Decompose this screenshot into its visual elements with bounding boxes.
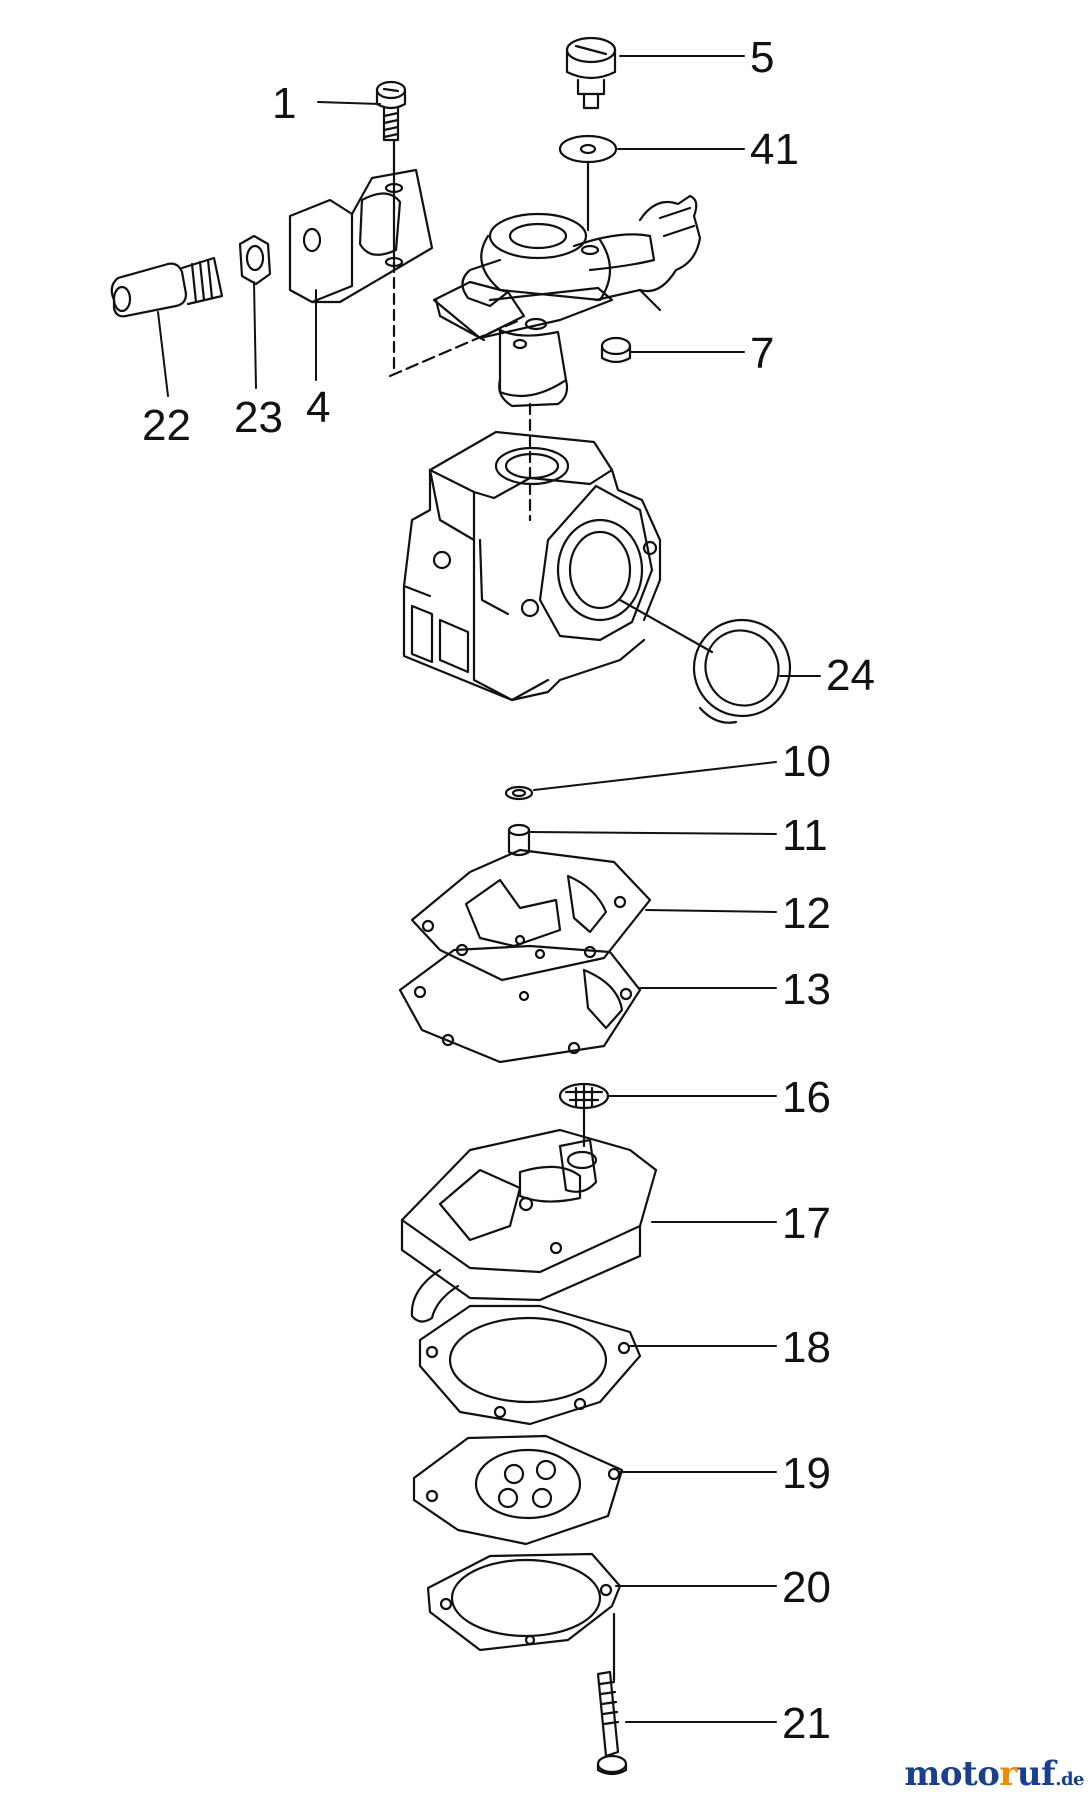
callout-21: 21 (782, 1699, 831, 1748)
part-21-screw (596, 1670, 628, 1776)
part-20-cover (426, 1552, 622, 1652)
watermark-part1: moto (904, 1754, 1000, 1794)
callout-41: 41 (750, 125, 799, 174)
part-13-gasket (398, 944, 642, 1064)
callout-labels: 1 5 41 7 22 23 4 24 10 11 12 13 16 17 18… (142, 33, 875, 1748)
callout-13: 13 (782, 965, 831, 1014)
callout-11: 11 (782, 811, 828, 860)
part-5-screw (565, 36, 617, 110)
part-carburetor-body (402, 430, 662, 702)
leader-lines (157, 55, 821, 1723)
callout-19: 19 (782, 1449, 831, 1498)
part-16-filter (558, 1082, 610, 1110)
callout-10: 10 (782, 737, 831, 786)
callout-24: 24 (826, 651, 875, 700)
callout-5: 5 (750, 33, 774, 82)
part-4-bracket (288, 168, 434, 304)
part-1-screw (375, 80, 407, 142)
watermark-part3: uf (1016, 1754, 1056, 1794)
callout-23: 23 (234, 393, 283, 442)
callout-16: 16 (782, 1073, 831, 1122)
part-19-diaphragm (412, 1434, 624, 1546)
leader-24-axis (618, 598, 714, 654)
part-18-gasket (418, 1304, 642, 1426)
callout-20: 20 (782, 1563, 831, 1612)
callout-18: 18 (782, 1323, 831, 1372)
callout-12: 12 (782, 889, 831, 938)
motoruf-watermark: motoruf.de (904, 1754, 1084, 1794)
callout-17: 17 (782, 1199, 831, 1248)
part-24-seal (692, 618, 792, 724)
callout-1: 1 (272, 79, 296, 128)
watermark-part2: r (999, 1754, 1017, 1794)
part-10-ring (504, 785, 534, 801)
callout-7: 7 (750, 329, 774, 378)
part-throttle-assembly (432, 194, 702, 408)
part-22-adjusting-screw (110, 256, 224, 318)
callout-22: 22 (142, 401, 191, 450)
watermark-tld: .de (1055, 1769, 1084, 1790)
part-12-gasket (410, 848, 652, 982)
part-41-washer (558, 134, 618, 164)
part-17-pump-body (400, 1128, 658, 1323)
callout-4: 4 (306, 383, 330, 432)
part-23-nut (238, 234, 272, 286)
part-7-nut (600, 336, 632, 364)
